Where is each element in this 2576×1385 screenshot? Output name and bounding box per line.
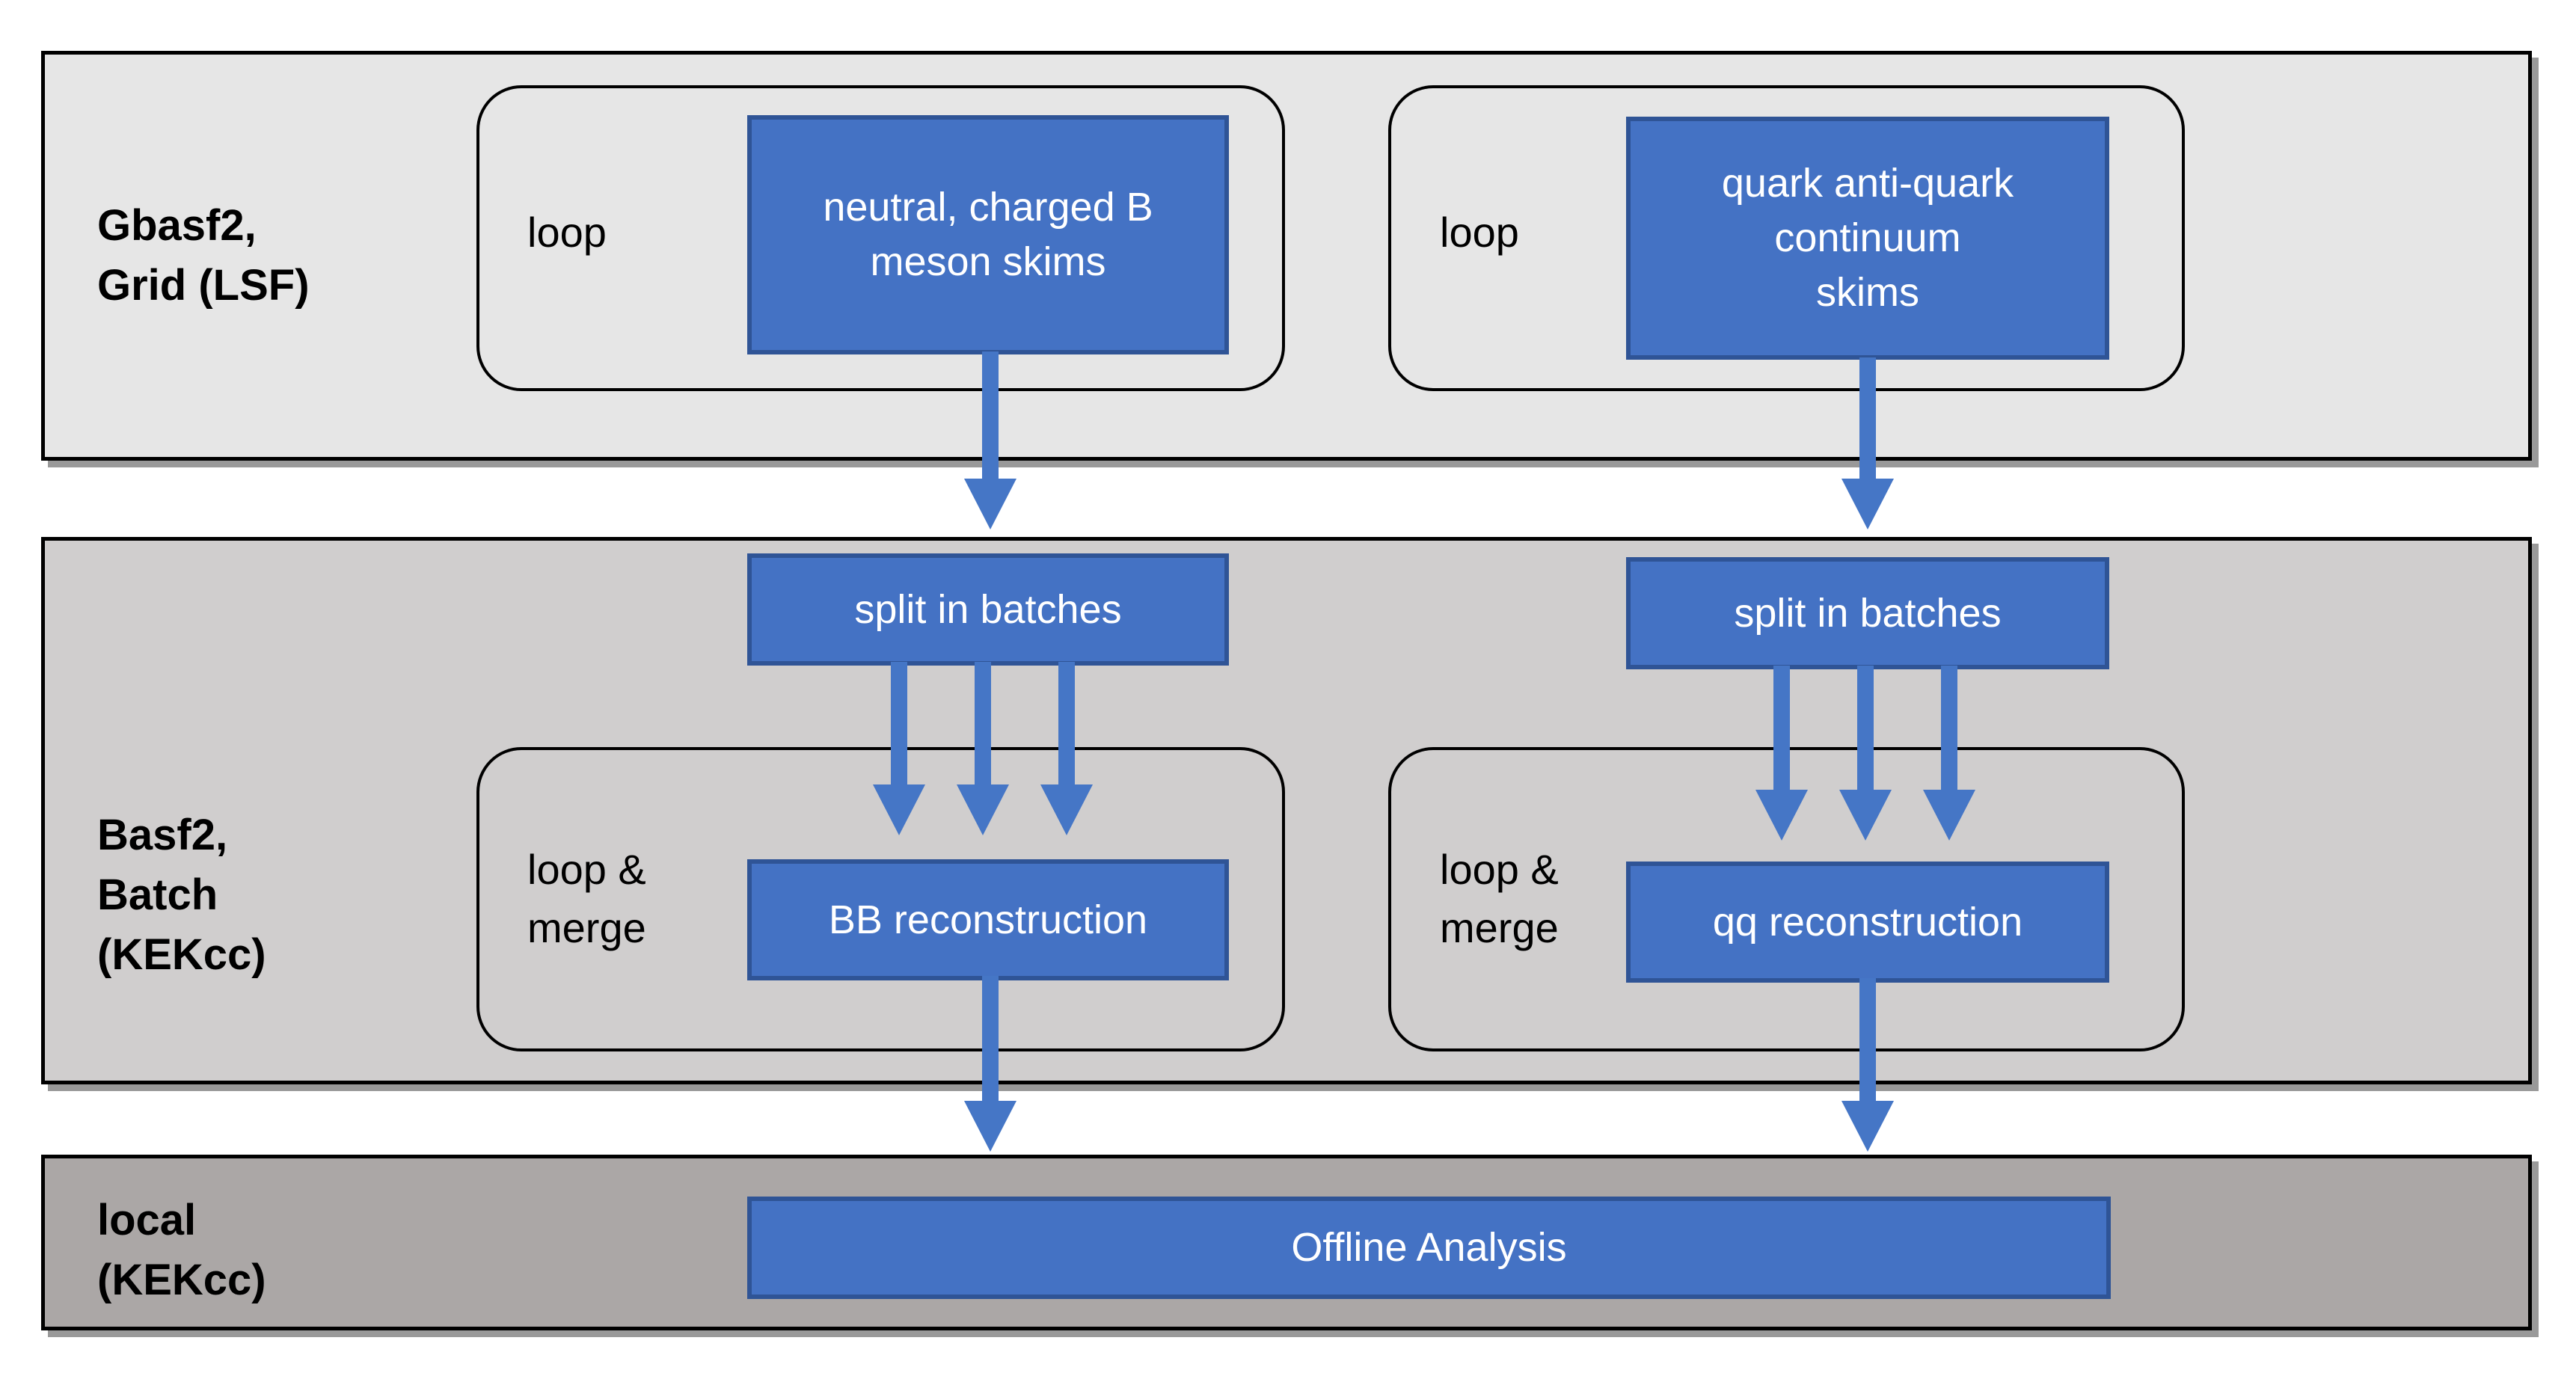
band-label-gbasf2-grid: Gbasf2, Grid (LSF) bbox=[97, 196, 310, 316]
loop-merge-label-line: loop & bbox=[527, 846, 646, 893]
node-label-line: BB reconstruction bbox=[828, 897, 1148, 942]
arrow-down-icon bbox=[1755, 790, 1808, 841]
band-label-line: (KEKcc) bbox=[97, 930, 266, 979]
loop-merge-label-line: loop & bbox=[1440, 846, 1559, 893]
arrow-shaft bbox=[982, 351, 999, 480]
arrow-down-icon bbox=[1040, 784, 1093, 835]
arrow-q-skims-to-split bbox=[1841, 357, 1894, 529]
arrow-down-icon bbox=[1841, 1101, 1894, 1152]
node-split-in-batches-left: split in batches bbox=[747, 553, 1229, 666]
arrow-bb-to-offline bbox=[964, 976, 1016, 1152]
node-bb-reconstruction: BB reconstruction bbox=[747, 859, 1229, 980]
band-label-local: local (KEKcc) bbox=[97, 1191, 266, 1310]
arrow-down-icon bbox=[964, 479, 1016, 529]
arrow-shaft bbox=[1859, 357, 1876, 480]
arrow-shaft bbox=[982, 976, 999, 1102]
loop-merge-group-bb bbox=[476, 747, 1285, 1051]
loop-group-b-skims bbox=[476, 85, 1285, 391]
arrow-shaft bbox=[975, 662, 991, 786]
loop-label: loop bbox=[527, 209, 607, 256]
arrow-down-icon bbox=[964, 1101, 1016, 1152]
node-continuum-skims: quark anti-quark continuum skims bbox=[1626, 117, 2109, 360]
node-label-line: Offline Analysis bbox=[1291, 1225, 1567, 1270]
arrow-b-batch-2 bbox=[957, 662, 1009, 835]
arrow-down-icon bbox=[1839, 790, 1892, 841]
node-label-line: split in batches bbox=[1734, 590, 2002, 636]
node-split-in-batches-right: split in batches bbox=[1626, 557, 2109, 669]
node-label-line: skims bbox=[1816, 270, 1919, 315]
arrow-shaft bbox=[1859, 978, 1876, 1102]
band-label-line: Grid (LSF) bbox=[97, 261, 310, 310]
loop-merge-label: loop & merge bbox=[527, 841, 646, 957]
loop-group-q-skims bbox=[1388, 85, 2185, 391]
band-label-line: local bbox=[97, 1196, 197, 1244]
band-label-line: (KEKcc) bbox=[97, 1256, 266, 1304]
arrow-down-icon bbox=[1841, 479, 1894, 529]
arrow-shaft bbox=[1857, 666, 1874, 791]
arrow-q-batch-1 bbox=[1755, 666, 1808, 841]
loop-merge-label-line: merge bbox=[1440, 904, 1559, 951]
arrow-b-batch-1 bbox=[873, 662, 925, 835]
node-label-line: qq reconstruction bbox=[1712, 899, 2023, 945]
loop-merge-label: loop & merge bbox=[1440, 841, 1559, 957]
band-label-basf2-batch: Basf2, Batch (KEKcc) bbox=[97, 805, 266, 985]
node-label-line: continuum bbox=[1774, 215, 1961, 260]
arrow-shaft bbox=[1941, 666, 1957, 791]
node-offline-analysis: Offline Analysis bbox=[747, 1197, 2111, 1299]
node-label-line: quark anti-quark bbox=[1721, 161, 2014, 206]
arrow-shaft bbox=[1058, 662, 1075, 786]
node-label-line: split in batches bbox=[854, 586, 1122, 632]
node-b-meson-skims: neutral, charged B meson skims bbox=[747, 115, 1229, 354]
band-label-line: Basf2, bbox=[97, 811, 228, 859]
loop-merge-label-line: merge bbox=[527, 904, 646, 951]
arrow-shaft bbox=[891, 662, 907, 786]
band-batch-kekcc bbox=[41, 537, 2532, 1084]
node-qq-reconstruction: qq reconstruction bbox=[1626, 862, 2109, 983]
arrow-down-icon bbox=[1923, 790, 1975, 841]
arrow-b-batch-3 bbox=[1040, 662, 1093, 835]
arrow-shaft bbox=[1773, 666, 1790, 791]
band-grid-lsf bbox=[41, 51, 2532, 461]
node-label-line: meson skims bbox=[870, 239, 1106, 284]
arrow-qq-to-offline bbox=[1841, 978, 1894, 1152]
band-label-line: Batch bbox=[97, 870, 218, 919]
arrow-b-skims-to-split bbox=[964, 351, 1016, 529]
loop-label: loop bbox=[1440, 209, 1519, 256]
arrow-q-batch-3 bbox=[1923, 666, 1975, 841]
arrow-q-batch-2 bbox=[1839, 666, 1892, 841]
arrow-down-icon bbox=[957, 784, 1009, 835]
arrow-down-icon bbox=[873, 784, 925, 835]
node-label-line: neutral, charged B bbox=[823, 185, 1153, 230]
band-label-line: Gbasf2, bbox=[97, 201, 257, 250]
